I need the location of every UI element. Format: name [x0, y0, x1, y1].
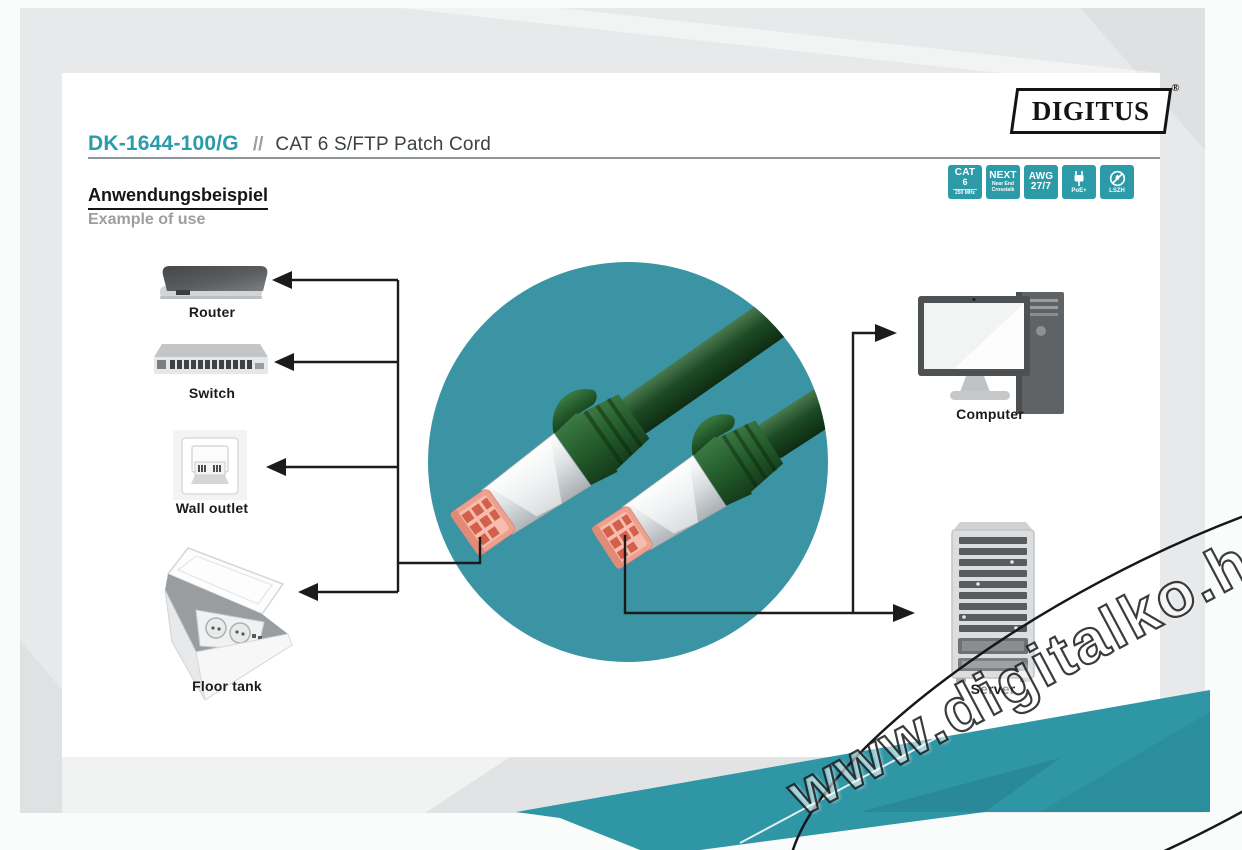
router-illustration	[160, 266, 268, 299]
floor-tank-label: Floor tank	[192, 678, 262, 694]
section-title-de: Anwendungsbeispiel	[88, 185, 269, 210]
arrow-to-floor-tank	[298, 583, 318, 601]
product-title: DK-1644-100/G // CAT 6 S/FTP Patch Cord	[88, 132, 491, 156]
section-title-en: Example of use	[88, 211, 206, 228]
digitus-logo: DIGITUS ®	[1009, 82, 1179, 134]
poe-badge: PoE+	[1062, 165, 1096, 199]
arrow-to-switch	[274, 353, 294, 371]
no-halogen-icon	[1109, 170, 1125, 187]
digitus-logo-text: DIGITUS	[1032, 95, 1150, 126]
lszh-badge: LSZH	[1100, 165, 1134, 199]
wall-outlet-illustration	[173, 430, 247, 500]
cat6-badge: CAT 6 250 MHz	[948, 165, 982, 199]
router-label: Router	[188, 304, 236, 320]
product-code: DK-1644-100/G	[88, 132, 239, 155]
registered-trademark-symbol: ®	[1171, 82, 1180, 94]
wall-outlet-label: Wall outlet	[175, 500, 249, 516]
computer-illustration	[918, 292, 1064, 414]
arrow-to-server	[893, 604, 915, 622]
awg-badge: AWG 27/7	[1024, 165, 1058, 199]
title-separator: //	[252, 134, 264, 155]
switch-label: Switch	[188, 385, 236, 401]
badge-divider	[953, 189, 977, 190]
poe-plug-icon	[1074, 170, 1084, 186]
spec-badges: CAT 6 250 MHz NEXT Near End Crosstalk AW…	[948, 165, 1134, 199]
arrow-to-router	[272, 271, 292, 289]
next-badge: NEXT Near End Crosstalk	[986, 165, 1020, 199]
computer-label: Computer	[956, 406, 1024, 422]
product-name: CAT 6 S/FTP Patch Cord	[275, 134, 491, 155]
arrow-to-wall-outlet	[266, 458, 286, 476]
arrow-to-computer	[875, 324, 897, 342]
header-rule	[88, 157, 1160, 159]
switch-illustration	[154, 344, 268, 374]
floor-tank-illustration	[164, 547, 293, 701]
patch-cord-photo-circle	[428, 262, 828, 662]
